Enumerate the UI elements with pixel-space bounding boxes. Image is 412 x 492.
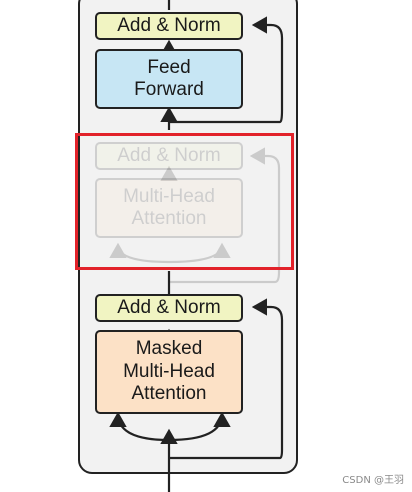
multi-head-attention-block: Multi-Head Attention (95, 178, 243, 238)
watermark: CSDN @王羽 (342, 475, 404, 486)
add-norm-mid: Add & Norm (95, 142, 243, 170)
add-norm-bottom: Add & Norm (95, 294, 243, 322)
masked-multi-head-attention-block: Masked Multi-Head Attention (95, 330, 243, 414)
highlight-frame (75, 133, 294, 270)
residual-arrow-top (169, 16, 284, 124)
feed-forward-block: Feed Forward (95, 49, 243, 109)
add-norm-top: Add & Norm (95, 12, 243, 40)
residual-arrow-bottom (169, 298, 284, 460)
